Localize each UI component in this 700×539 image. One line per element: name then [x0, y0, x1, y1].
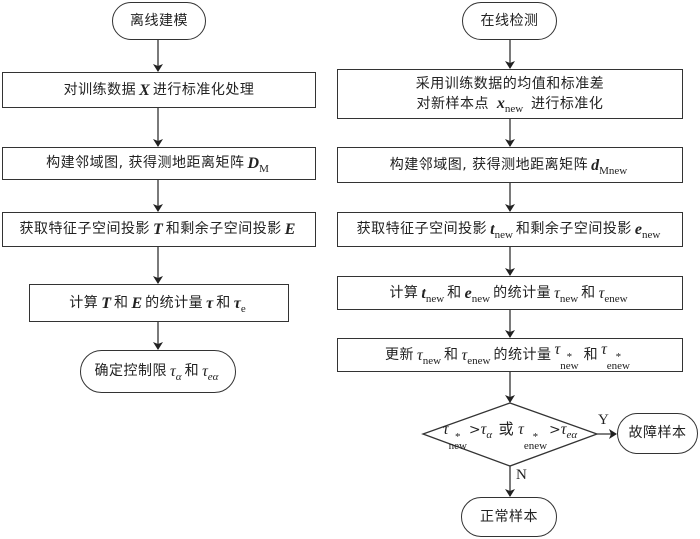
online-step1-box: 采用训练数据的均值和标准差 对新样本点 xnew 进行标准化 [337, 69, 683, 119]
offline-step4-var3: τ [206, 294, 214, 312]
offline-step4-text-mid: 的统计量 [145, 294, 204, 311]
offline-step2-var: DM [247, 155, 269, 176]
offline-step4-and2: 和 [216, 294, 231, 311]
fault-sample-terminator: 故障样本 [617, 413, 698, 454]
decision-var4: τeα [560, 421, 578, 442]
decision-var1: τ*new [442, 421, 467, 452]
online-step5-text-pre: 更新 [384, 346, 414, 363]
no-branch-label: N [516, 467, 527, 483]
online-step3-text-pre: 获取特征子空间投影 [356, 221, 488, 237]
online-step2-box: 构建邻域图, 获得测地距离矩阵 dMnew [337, 147, 683, 183]
online-start-terminator: 在线检测 [462, 2, 557, 40]
offline-step3-text-pre: 获取特征子空间投影 [19, 221, 151, 237]
online-step1-line1: 采用训练数据的均值和标准差 [415, 75, 605, 92]
offline-step2-text: 构建邻域图, 获得测地距离矩阵 [46, 155, 245, 171]
fault-sample-label: 故障样本 [628, 425, 687, 441]
online-step5-box: 更新 τnew 和 τenew 的统计量 τ*new 和 τ*enew [337, 338, 683, 372]
online-step1-var: xnew [496, 94, 524, 115]
offline-step4-var2: E [131, 294, 143, 312]
yes-branch-label: Y [598, 412, 609, 428]
decision-condition: τ*new>τα 或 τ*enew>τeα [423, 418, 597, 452]
offline-step3-box: 获取特征子空间投影 T 和剩余子空间投影 E [2, 212, 316, 247]
online-start-label: 在线检测 [480, 12, 539, 29]
online-step3-var1: tnew [490, 221, 513, 242]
decision-gt1: > [468, 422, 481, 438]
decision-gt2: > [549, 422, 561, 438]
offline-start-terminator: 离线建模 [112, 2, 206, 40]
online-step5-and2: 和 [583, 346, 599, 363]
online-step4-text-pre: 计算 [389, 284, 419, 301]
online-step5-var2: τenew [461, 346, 491, 367]
normal-sample-label: 正常样本 [480, 508, 538, 525]
online-step4-and1: 和 [447, 284, 462, 301]
online-step4-box: 计算 tnew 和 enew 的统计量 τnew 和 τenew [337, 276, 683, 310]
offline-end-terminator: 确定控制限 τα 和 τeα [80, 350, 236, 393]
online-step1-line2: 对新样本点 xnew 进行标准化 [416, 94, 604, 115]
offline-step3-var2: E [284, 221, 296, 238]
offline-end-and: 和 [184, 363, 200, 379]
offline-step3-var1: T [153, 221, 163, 238]
offline-step1-var: X [139, 81, 150, 99]
offline-step1-text-pre: 对训练数据 [63, 81, 137, 98]
offline-step3-text-mid: 和剩余子空间投影 [165, 221, 282, 237]
offline-step4-text-pre: 计算 [69, 294, 99, 311]
online-step1-text-post: 进行标准化 [530, 95, 604, 112]
online-step5-and1: 和 [444, 346, 459, 363]
decision-var3: τ*enew [518, 421, 548, 452]
decision-or: 或 [498, 420, 514, 438]
online-step1-text-pre: 对新样本点 [416, 95, 490, 112]
offline-step2-box: 构建邻域图, 获得测地距离矩阵 DM [2, 147, 316, 180]
online-step5-text-mid: 的统计量 [493, 346, 552, 363]
online-step3-box: 获取特征子空间投影 tnew 和剩余子空间投影 enew [337, 212, 683, 247]
offline-step4-and1: 和 [114, 294, 129, 311]
offline-step1-text-post: 进行标准化处理 [152, 81, 255, 98]
online-step5-var4: τ*enew [601, 340, 631, 372]
online-step4-var1: tnew [421, 284, 445, 305]
offline-end-text: 确定控制限 [94, 363, 168, 379]
online-step3-var2: enew [634, 221, 661, 242]
online-step3-text-mid: 和剩余子空间投影 [515, 221, 632, 237]
online-step4-text-mid: 的统计量 [493, 284, 552, 301]
online-step2-text: 构建邻域图, 获得测地距离矩阵 [389, 156, 589, 173]
offline-end-var1: τα [170, 363, 182, 384]
online-step2-var: dMnew [591, 156, 628, 177]
offline-step4-var4: τe [233, 294, 246, 315]
offline-step1-box: 对训练数据 X 进行标准化处理 [2, 72, 316, 108]
online-step5-var1: τnew [416, 346, 442, 367]
online-step4-var2: enew [464, 284, 491, 305]
decision-var2: τα [480, 421, 493, 442]
normal-sample-terminator: 正常样本 [461, 497, 557, 537]
online-step4-and2: 和 [581, 284, 596, 301]
online-step4-var3: τnew [554, 284, 579, 305]
offline-step4-box: 计算 T 和 E 的统计量 τ 和 τe [29, 284, 289, 322]
online-step5-var3: τ*new [554, 340, 579, 372]
online-step4-var4: τenew [598, 284, 628, 305]
offline-start-label: 离线建模 [130, 12, 188, 29]
offline-end-var2: τeα [202, 363, 219, 384]
offline-step4-var1: T [101, 294, 111, 312]
